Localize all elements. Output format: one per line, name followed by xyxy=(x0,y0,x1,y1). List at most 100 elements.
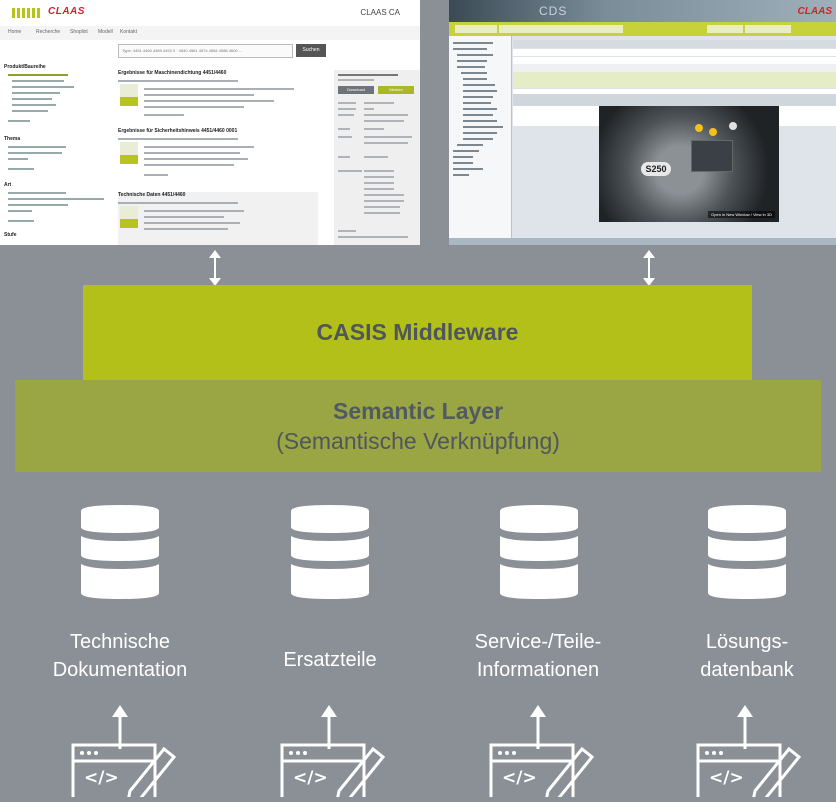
table-row[interactable] xyxy=(513,48,836,57)
database-icon xyxy=(708,505,786,599)
result-line xyxy=(144,222,240,224)
facet-heading: Produkt/Baureihe xyxy=(4,64,46,70)
facet-line xyxy=(8,204,68,206)
database-label: Technische Dokumentation xyxy=(20,628,220,684)
image-callout: S250 xyxy=(641,162,671,176)
tree-node[interactable] xyxy=(453,174,469,176)
portal-search-input[interactable]: Type: 4451 4460 4489 4492 0 · 4540 4561 … xyxy=(118,44,293,58)
tree-node[interactable] xyxy=(463,90,497,92)
svg-text:</>: </> xyxy=(709,768,744,788)
svg-text:</>: </> xyxy=(502,768,537,788)
panel-line xyxy=(338,108,356,110)
viewer-logo: CLAAS xyxy=(797,6,832,17)
hotspot-icon[interactable] xyxy=(709,128,717,136)
tree-node[interactable] xyxy=(463,126,503,128)
panel-line xyxy=(338,136,352,138)
tree-node[interactable] xyxy=(463,108,497,110)
tree-node[interactable] xyxy=(453,162,473,164)
tree-node[interactable] xyxy=(453,150,479,152)
result-line xyxy=(144,88,294,90)
viewer-tab[interactable] xyxy=(499,25,545,33)
nav-item[interactable]: Modell xyxy=(98,29,113,35)
tree-node[interactable] xyxy=(453,156,473,158)
panel-line xyxy=(338,102,356,104)
viewer-tab[interactable] xyxy=(707,25,743,33)
facet-line xyxy=(8,74,68,76)
hotspot-icon[interactable] xyxy=(729,122,737,130)
tree-node[interactable] xyxy=(463,132,497,134)
hotspot-icon[interactable] xyxy=(695,124,703,132)
code-editor-icon: </> xyxy=(693,705,803,802)
tree-node[interactable] xyxy=(463,114,493,116)
result-line xyxy=(144,114,184,116)
nav-item[interactable]: Home xyxy=(8,29,22,35)
viewer-statusbar xyxy=(449,238,836,245)
portal-result[interactable]: Ergebnisse für Maschinendichtung 4451/44… xyxy=(118,70,318,122)
facet-line xyxy=(12,92,60,94)
semantic-layer-title: Semantic Layer xyxy=(332,398,504,424)
semantic-layer: Semantic Layer (Semantische Verknüpfung) xyxy=(15,380,821,472)
panel-line xyxy=(364,182,394,184)
nav-item[interactable]: Recherche xyxy=(36,29,61,35)
portal-detail-panel: Download Merken xyxy=(334,70,420,245)
tree-node[interactable] xyxy=(457,60,487,62)
tree-node[interactable] xyxy=(453,42,493,44)
viewer-toolbar xyxy=(513,94,836,106)
result-line xyxy=(144,174,168,176)
panel-line xyxy=(364,120,404,122)
facet-line xyxy=(12,110,48,112)
viewer-tab[interactable] xyxy=(455,25,497,33)
tree-node[interactable] xyxy=(463,138,493,140)
svg-text:</>: </> xyxy=(84,768,119,788)
portal-result[interactable]: Ergebnisse für Sicherheitshinweis 4451/4… xyxy=(118,128,318,182)
result-title: Ergebnisse für Sicherheitshinweis 4451/4… xyxy=(118,128,238,134)
panel-line xyxy=(364,200,404,202)
result-line xyxy=(144,106,244,108)
tree-node[interactable] xyxy=(463,78,487,80)
database-label: Service-/Teile- Informationen xyxy=(438,628,638,684)
database-icon xyxy=(291,505,369,599)
database-label-line: Informationen xyxy=(476,659,600,681)
tree-node[interactable] xyxy=(457,66,485,68)
tree-node[interactable] xyxy=(457,54,493,56)
portal-nav: Home Recherche Shoplist Modell Kontakt xyxy=(0,26,420,40)
tree-node[interactable] xyxy=(461,72,487,74)
tree-node[interactable] xyxy=(463,96,493,98)
viewer-screenshot: CDS CLAAS xyxy=(449,0,836,245)
viewer-tab[interactable] xyxy=(545,25,581,33)
tree-node[interactable] xyxy=(457,144,483,146)
tree-node[interactable] xyxy=(463,84,495,86)
brand-stripes-icon xyxy=(12,8,42,18)
nav-item[interactable]: Shoplist xyxy=(70,29,88,35)
tree-node[interactable] xyxy=(463,102,491,104)
viewer-titlebar: CDS CLAAS xyxy=(449,0,836,22)
result-line xyxy=(144,100,274,102)
portal-screenshot: CLAAS CLAAS CA Home Recherche Shoplist M… xyxy=(0,0,420,245)
download-button[interactable]: Download xyxy=(338,86,374,94)
bookmark-button[interactable]: Merken xyxy=(378,86,414,94)
viewer-tree[interactable] xyxy=(449,36,512,245)
tree-node[interactable] xyxy=(463,120,497,122)
tree-node[interactable] xyxy=(453,168,483,170)
portal-search-button[interactable]: Suchen xyxy=(296,44,326,57)
database-icon xyxy=(81,505,159,599)
code-editor-icon: </> xyxy=(486,705,596,802)
nav-item[interactable]: Kontakt xyxy=(120,29,137,35)
table-row[interactable] xyxy=(513,80,836,89)
viewer-cab-image: S250 Open in New Window / View in 3D xyxy=(599,106,779,222)
image-caption[interactable]: Open in New Window / View in 3D xyxy=(708,211,775,218)
portal-brand: CLAAS CA xyxy=(360,8,400,17)
middleware-layer: CASIS Middleware xyxy=(83,285,752,380)
facet-line xyxy=(8,220,34,222)
viewer-tab[interactable] xyxy=(581,25,623,33)
viewer-tab[interactable] xyxy=(745,25,791,33)
result-line xyxy=(144,146,254,148)
panel-line xyxy=(364,102,394,104)
tree-node[interactable] xyxy=(453,48,487,50)
panel-line xyxy=(338,170,362,172)
portal-result[interactable]: Technische Daten 4451/4460 xyxy=(118,192,318,245)
table-header xyxy=(513,40,836,49)
facet-line xyxy=(8,146,66,148)
middleware-title: CASIS Middleware xyxy=(316,319,519,345)
database-label-line: Dokumentation xyxy=(52,659,188,681)
